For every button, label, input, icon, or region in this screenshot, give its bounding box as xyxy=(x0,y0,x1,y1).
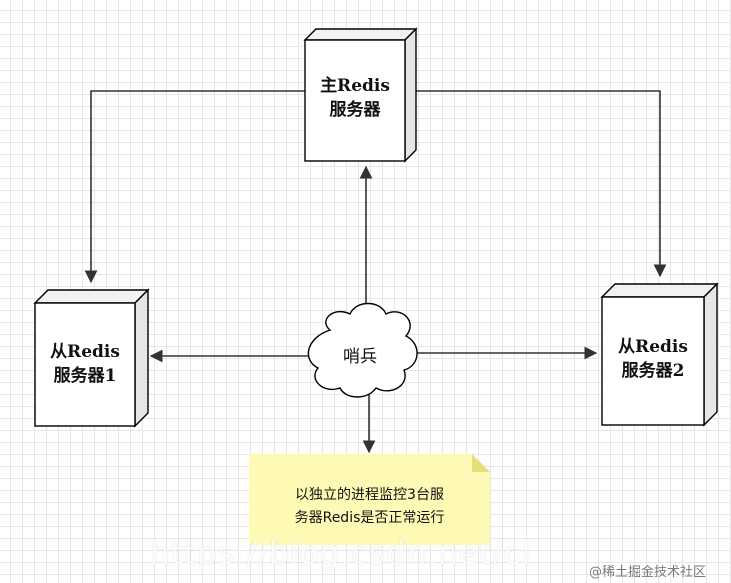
sentinel-label: 哨兵 xyxy=(343,347,377,367)
slave2-server-label: 从Redis 服务器2 xyxy=(602,335,704,383)
credit-watermark: @稀土掘金技术社区 xyxy=(589,565,707,580)
note-line1: 以独立的进程监控3台服 xyxy=(295,487,444,503)
slave1-server-label: 从Redis 服务器1 xyxy=(35,340,135,388)
url-watermark: https://blog.csdn.net/cl xyxy=(150,536,532,572)
slave1-line2: 服务器1 xyxy=(53,366,117,386)
slave2-line2: 服务器2 xyxy=(621,361,685,381)
note-shape xyxy=(249,454,490,545)
master-line1: 主Redis xyxy=(320,76,390,96)
master-server-box xyxy=(303,27,418,163)
connector-master-to-slave1 xyxy=(84,90,305,284)
sentinel-cloud-shape xyxy=(307,302,418,398)
slave2-server-box xyxy=(600,282,719,427)
slave1-server-box xyxy=(33,288,150,428)
slave1-line1: 从Redis xyxy=(50,342,120,362)
connector-master-to-slave2 xyxy=(416,90,667,278)
slave2-line1: 从Redis xyxy=(618,337,688,357)
note-line2: 务器Redis是否正常运行 xyxy=(294,510,445,526)
master-server-label: 主Redis 服务器 xyxy=(305,74,405,122)
note-text: 以独立的进程监控3台服 务器Redis是否正常运行 xyxy=(249,484,490,530)
master-line2: 服务器 xyxy=(329,100,381,120)
